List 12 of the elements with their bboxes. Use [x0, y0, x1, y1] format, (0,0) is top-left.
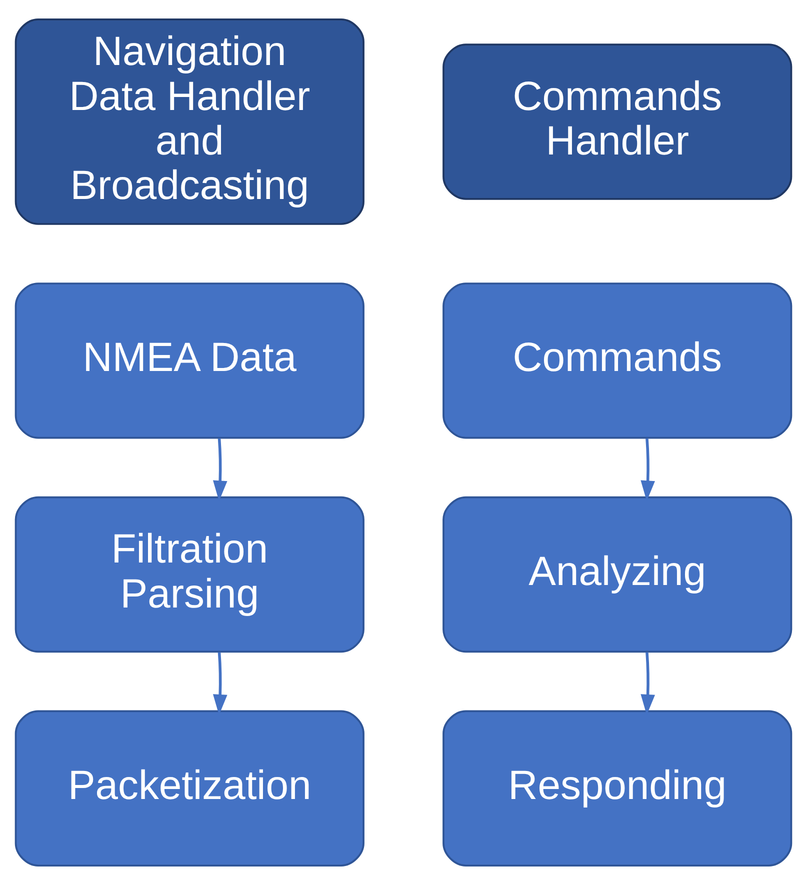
node-box: Commands — [442, 282, 792, 438]
node-box: Analyzing — [442, 496, 792, 652]
arrow — [640, 438, 655, 501]
node-box: Filtration Parsing — [14, 496, 364, 652]
arrow — [212, 652, 228, 714]
node-box: Responding — [442, 710, 792, 866]
node-box: Packetization — [14, 710, 364, 866]
arrow — [212, 438, 228, 501]
node-box: Navigation Data Handler and Broadcasting — [14, 18, 364, 224]
node-box: Commands Handler — [442, 43, 792, 200]
node-box: NMEA Data — [14, 282, 364, 438]
arrow — [640, 652, 655, 714]
